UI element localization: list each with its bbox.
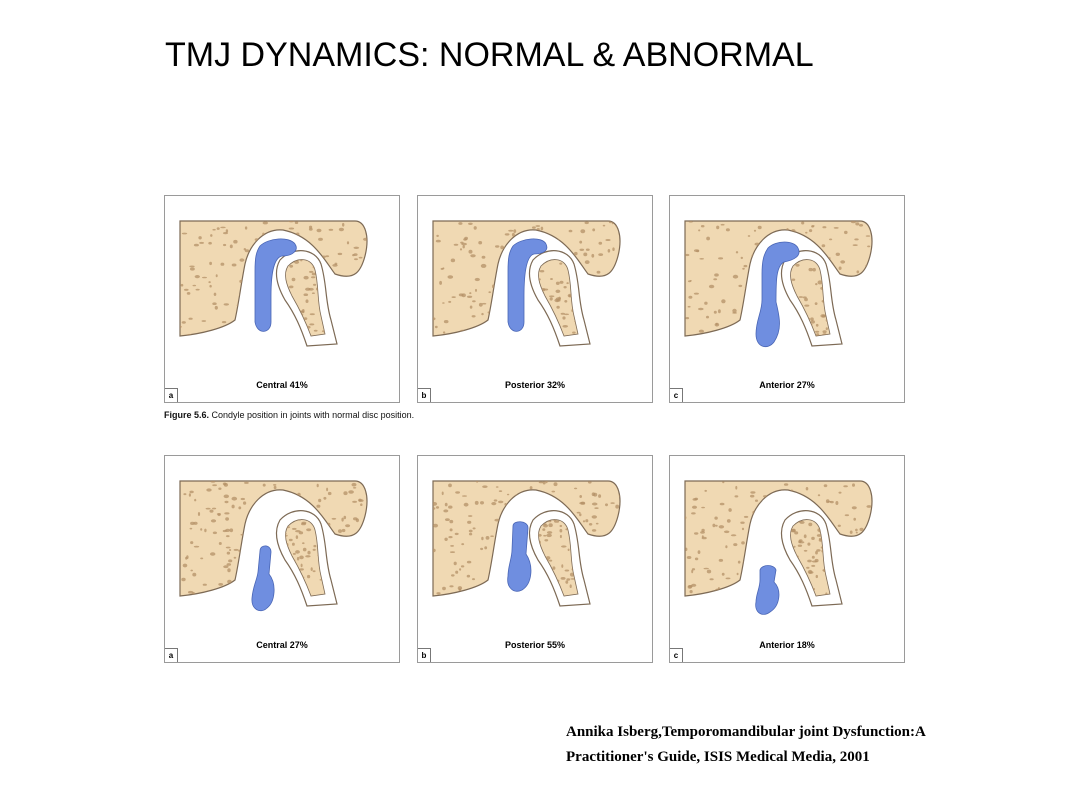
panel-abnormal-anterior: c Anterior 18% bbox=[669, 455, 905, 663]
articular-disc bbox=[251, 545, 275, 612]
panel-normal-central: a Central 41% bbox=[164, 195, 400, 403]
joint-illustration bbox=[432, 480, 621, 607]
panel-letter: b bbox=[418, 648, 431, 662]
figure-caption-text: Condyle position in joints with normal d… bbox=[209, 410, 415, 420]
panel-caption: Central 27% bbox=[256, 640, 308, 650]
panel-letter: c bbox=[670, 388, 683, 402]
joint-illustration bbox=[684, 480, 873, 615]
panel-caption: Central 41% bbox=[256, 380, 308, 390]
joint-illustration bbox=[432, 220, 621, 347]
joint-illustration bbox=[684, 220, 873, 348]
citation-line-2: Practitioner's Guide, ISIS Medical Media… bbox=[566, 749, 870, 765]
panel-normal-posterior: b Posterior 32% bbox=[417, 195, 653, 403]
citation: Annika Isberg,Temporomandibular joint Dy… bbox=[566, 720, 1046, 770]
articular-disc bbox=[507, 521, 532, 592]
slide-title: TMJ DYNAMICS: NORMAL & ABNORMAL bbox=[165, 36, 814, 74]
articular-disc bbox=[507, 238, 548, 332]
joint-illustration bbox=[179, 480, 368, 612]
panel-letter: a bbox=[165, 648, 178, 662]
panel-normal-anterior: c Anterior 27% bbox=[669, 195, 905, 403]
articular-disc bbox=[755, 565, 780, 615]
articular-disc bbox=[254, 238, 297, 332]
panel-abnormal-central: a Central 27% bbox=[164, 455, 400, 663]
panel-letter: b bbox=[418, 388, 431, 402]
panel-caption: Anterior 27% bbox=[759, 380, 815, 390]
figure-caption-label: Figure 5.6. bbox=[164, 410, 210, 420]
citation-line-1: Annika Isberg,Temporomandibular joint Dy… bbox=[566, 724, 926, 740]
panel-abnormal-posterior: b Posterior 55% bbox=[417, 455, 653, 663]
panel-caption: Posterior 55% bbox=[504, 640, 566, 650]
panel-caption: Posterior 32% bbox=[504, 380, 566, 390]
joint-illustration bbox=[179, 220, 368, 347]
panel-letter: a bbox=[165, 388, 178, 402]
panel-caption: Anterior 18% bbox=[759, 640, 815, 650]
panel-letter: c bbox=[670, 648, 683, 662]
articular-disc bbox=[755, 241, 800, 348]
figure-caption: Figure 5.6. Condyle position in joints w… bbox=[164, 410, 414, 420]
